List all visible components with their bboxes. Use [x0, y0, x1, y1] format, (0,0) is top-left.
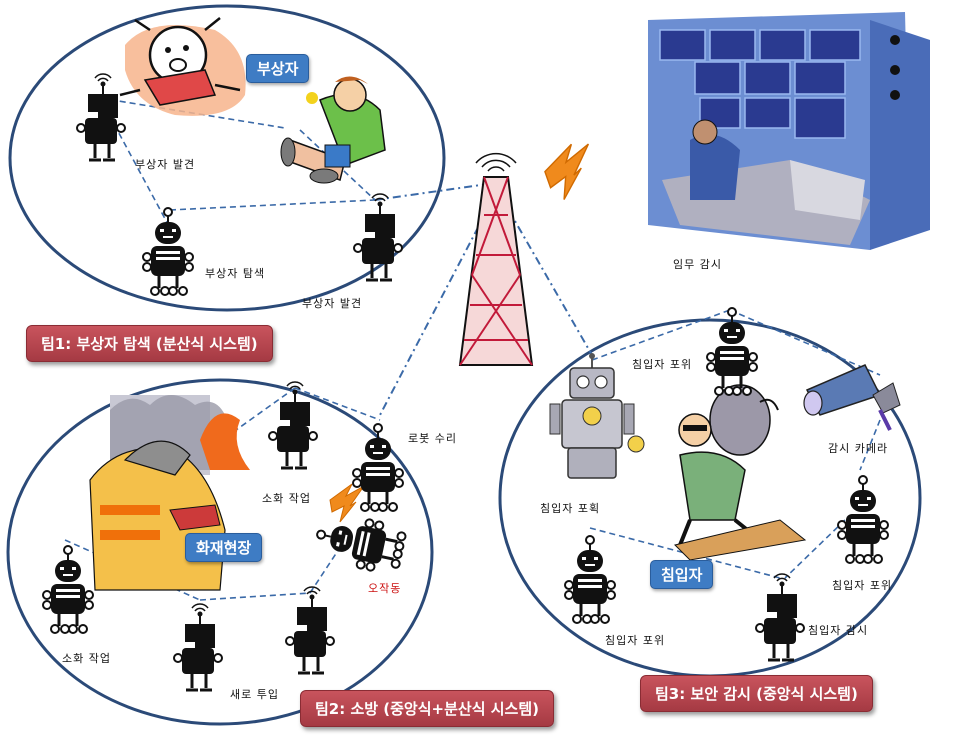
tag-fire-scene: 화재현장	[185, 533, 263, 562]
antenna-robot-icon	[172, 602, 224, 692]
label-extinguish-1: 소화 작업	[262, 492, 311, 505]
team1-label: 팀1: 부상자 탐색 (분산식 시스템)	[26, 325, 273, 362]
antenna-robot-icon	[754, 572, 806, 662]
intruder-illustration	[674, 384, 807, 561]
tag-intruder: 침입자	[650, 560, 714, 589]
surveillance-camera-icon	[803, 364, 901, 431]
team1-circle	[8, 4, 446, 312]
tag-injured: 부상자	[246, 54, 310, 83]
robot-icon	[836, 474, 890, 565]
team2-circle	[6, 378, 434, 726]
fallen-robot-icon	[310, 507, 409, 578]
label-intruder-capture: 침입자 포획	[540, 502, 601, 515]
label-injured-found-2: 부상자 발견	[302, 297, 363, 310]
antenna-robot-icon	[284, 585, 336, 675]
label-malfunction: 오작동	[368, 582, 402, 595]
control-room-icon	[648, 12, 930, 250]
radio-tower-icon	[458, 152, 534, 366]
label-intruder-surround-right: 침입자 포위	[832, 579, 893, 592]
label-new-deploy: 새로 투입	[230, 688, 279, 701]
label-extinguish-2: 소화 작업	[62, 652, 111, 665]
team2-label: 팀2: 소방 (중앙식+분산식 시스템)	[300, 690, 554, 727]
label-surveillance-camera: 감시 카메라	[828, 442, 889, 455]
label-mission-monitor: 임무 감시	[673, 258, 722, 271]
capture-robot-icon	[549, 353, 645, 479]
robot-icon	[41, 544, 95, 635]
label-injured-found-1: 부상자 발견	[135, 158, 196, 171]
robot-icon	[563, 534, 617, 625]
lightning-icon	[329, 483, 365, 523]
label-injured-search: 부상자 탐색	[205, 267, 266, 280]
robot-icon	[351, 422, 405, 513]
label-intruder-watch: 침입자 감시	[808, 624, 869, 637]
lightning-icon	[540, 140, 598, 203]
communication-links	[374, 182, 593, 416]
team3-label: 팀3: 보안 감시 (중앙식 시스템)	[640, 675, 873, 712]
antenna-robot-icon	[75, 72, 127, 162]
injured-person-illustration	[119, 17, 386, 184]
label-intruder-surround-top: 침입자 포위	[632, 358, 693, 371]
label-robot-repair: 로봇 수리	[408, 432, 457, 445]
robot-icon	[141, 206, 195, 297]
label-intruder-surround-bottom: 침입자 포위	[605, 634, 666, 647]
